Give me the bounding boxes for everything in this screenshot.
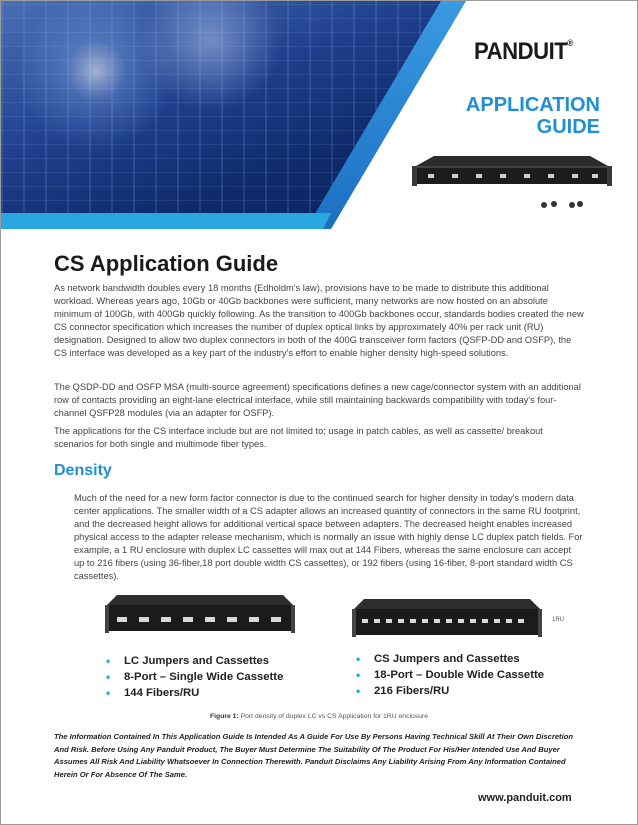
header-banner — [1, 1, 637, 229]
app-title-line2: GUIDE — [536, 116, 600, 138]
application-guide-title: APPLICATION GUIDE — [420, 94, 600, 138]
bullet-icon: • — [356, 668, 361, 682]
website-link[interactable]: www.panduit.com — [478, 792, 572, 804]
msa-paragraph: The QSDP-DD and OSFP MSA (multi-source a… — [54, 382, 581, 418]
cs-bullet-list: •CS Jumpers and Cassettes •18-Port – Dou… — [354, 651, 544, 699]
enclosure-product-image — [412, 156, 612, 186]
density-paragraph: Much of the need for a new form factor c… — [74, 493, 583, 581]
list-item: •8-Port – Single Wide Cassette — [106, 670, 284, 684]
bullet-icon: • — [106, 670, 111, 684]
list-item: •144 Fibers/RU — [106, 686, 200, 700]
bullet-icon: • — [356, 652, 361, 666]
bullet-icon: • — [356, 684, 361, 698]
bullet-icon: • — [106, 686, 111, 700]
app-title-line1: APPLICATION — [465, 94, 600, 116]
rack-unit-label: 1RU — [552, 617, 565, 623]
figure-caption: Figure 1: Port density of duplex LC vs C… — [210, 713, 428, 720]
density-heading: Density — [54, 462, 112, 479]
mounting-screws-image — [541, 201, 583, 208]
list-item: •18-Port – Double Wide Cassette — [356, 668, 545, 682]
applications-paragraph: The applications for the CS interface in… — [54, 426, 543, 449]
legal-disclaimer: The Information Contained In This Applic… — [54, 732, 573, 779]
list-item: •CS Jumpers and Cassettes — [356, 652, 520, 666]
list-item: •LC Jumpers and Cassettes — [106, 654, 270, 668]
document-title: CS Application Guide — [54, 251, 279, 276]
lc-enclosure-image — [105, 595, 295, 633]
bullet-icon: • — [106, 654, 111, 668]
banner-bottom-stripe — [1, 213, 331, 229]
cs-enclosure-image — [352, 599, 542, 637]
panduit-logo: PANDUIT® — [474, 38, 573, 65]
lc-bullet-list: •LC Jumpers and Cassettes •8-Port – Sing… — [104, 653, 283, 701]
list-item: •216 Fibers/RU — [356, 684, 450, 698]
intro-paragraph: As network bandwidth doubles every 18 mo… — [54, 283, 584, 358]
